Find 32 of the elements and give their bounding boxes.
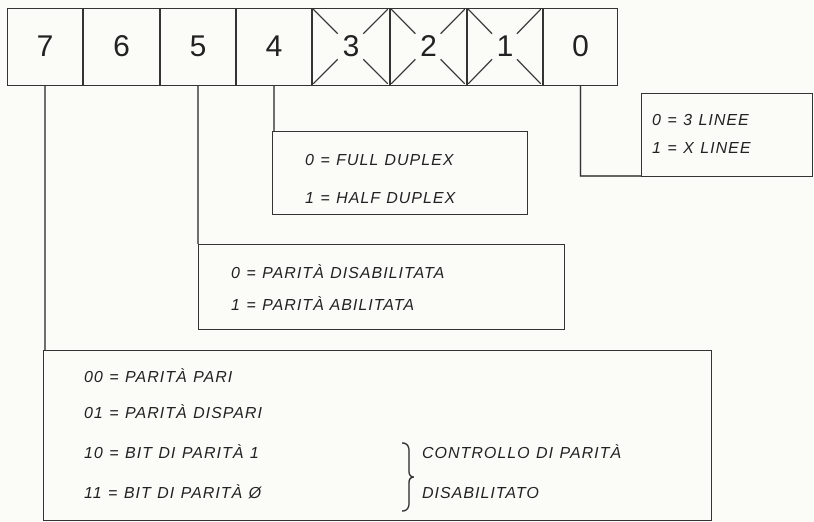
legend-box [43, 350, 712, 521]
bit-number: 7 [36, 30, 54, 64]
register-cell [83, 8, 160, 86]
legend-box [198, 244, 565, 330]
value-description: 0 = 3 LINEE [652, 112, 750, 130]
leader-line [580, 86, 641, 177]
value-description: 10 = BIT DI PARITÀ 1 [84, 445, 260, 463]
leader-line [273, 86, 275, 131]
bit-number: 2 [420, 30, 437, 64]
bit-number: 1 [496, 30, 514, 64]
value-description: 0 = FULL DUPLEX [305, 152, 454, 170]
value-description: 00 = PARITÀ PARI [84, 369, 234, 387]
register-cell [236, 8, 312, 86]
legend-box [272, 131, 528, 215]
bit-number: 4 [266, 30, 282, 64]
bit-number: 5 [190, 30, 206, 64]
bit-number: 6 [113, 30, 130, 64]
leader-line [44, 86, 46, 350]
value-description: 1 = HALF DUPLEX [305, 190, 456, 208]
register-cell [160, 8, 236, 86]
register-cell [543, 8, 618, 86]
bit-number: 0 [572, 30, 589, 64]
value-description: 1 = X LINEE [652, 140, 752, 158]
value-description: 0 = PARITÀ DISABILITATA [231, 265, 446, 283]
brace-note: CONTROLLO DI PARITÀ DISABILITATO [422, 443, 624, 504]
value-description: 1 = PARITÀ ABILITATA [231, 297, 416, 315]
value-description: 01 = PARITÀ DISPARI [84, 405, 263, 423]
legend-box [641, 93, 813, 177]
value-description: 11 = BIT DI PARITÀ Ø [84, 485, 262, 503]
bit-number: 3 [342, 30, 360, 64]
register-cell [7, 8, 83, 86]
leader-line [197, 86, 199, 244]
